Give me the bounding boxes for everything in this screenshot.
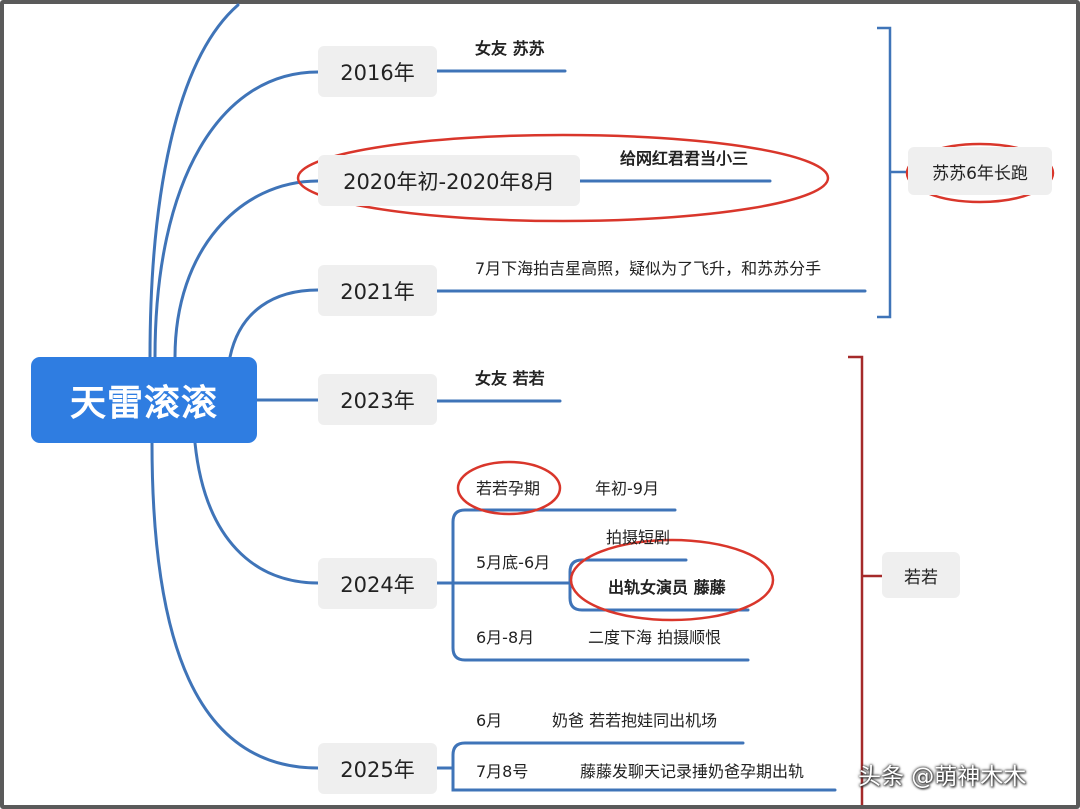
branch-top-offscreen — [148, 3, 240, 359]
line-2024-spine-bottom — [451, 581, 750, 662]
year-node-2025[interactable]: 2025年 — [318, 743, 437, 794]
event-2025-jul8: 7月8号 — [476, 762, 529, 781]
year-node-2016[interactable]: 2016年 — [318, 46, 437, 97]
group-node-ruoruo[interactable]: 若若 — [882, 552, 960, 598]
event-2024-early: 年初-9月 — [595, 479, 659, 498]
highlight-circle-2020 — [296, 133, 830, 223]
year-node-2023[interactable]: 2023年 — [318, 374, 437, 425]
event-2024-shooting: 拍摄短剧 — [606, 528, 671, 547]
event-2024-june-aug: 6月-8月 — [476, 628, 535, 647]
line-2024-sub — [568, 558, 688, 585]
highlight-circle-pregnancy — [456, 460, 562, 516]
event-2025-jul8-event: 藤藤发聊天记录捶奶爸孕期出轨 — [580, 762, 805, 781]
event-2024-second: 二度下海 拍摄顺恨 — [588, 628, 722, 647]
year-node-2020[interactable]: 2020年初-2020年8月 — [318, 155, 580, 206]
event-2025-june: 6月 — [476, 711, 503, 730]
event-2024-pregnancy: 若若孕期 — [476, 479, 541, 498]
group-node-susu[interactable]: 苏苏6年长跑 — [908, 147, 1052, 195]
branch-2020 — [173, 179, 320, 359]
event-2024-cheat: 出轨女演员 藤藤 — [608, 578, 726, 597]
event-2023: 女友 若若 — [475, 369, 545, 388]
branch-2024 — [193, 441, 320, 585]
event-2025-june-event: 奶爸 若若抱娃同出机场 — [552, 711, 718, 730]
event-2024-late-may: 5月底-6月 — [476, 553, 551, 572]
event-2020: 给网红君君当小三 — [620, 149, 749, 168]
event-2021: 7月下海拍吉星高照，疑似为了飞升，和苏苏分手 — [475, 259, 822, 278]
bracket-ruoruo — [848, 355, 882, 805]
root-node[interactable]: 天雷滚滚 — [31, 357, 257, 443]
line-2024-spine — [451, 508, 677, 585]
year-node-2021[interactable]: 2021年 — [318, 265, 437, 316]
year-node-2024[interactable]: 2024年 — [318, 558, 437, 609]
branch-2021 — [228, 288, 320, 359]
line-2025-spine — [451, 741, 745, 770]
branch-2016 — [153, 70, 320, 359]
branch-2025 — [150, 441, 320, 770]
watermark: 头条 @萌神木木 — [858, 764, 1027, 790]
highlight-circle-cheat — [569, 538, 775, 622]
highlight-circle-susu — [905, 142, 1055, 204]
line-2025-spine-bottom — [451, 766, 837, 792]
event-2016: 女友 苏苏 — [475, 39, 545, 58]
bracket-susu — [877, 26, 907, 319]
line-2024-sub-bottom — [568, 581, 750, 612]
